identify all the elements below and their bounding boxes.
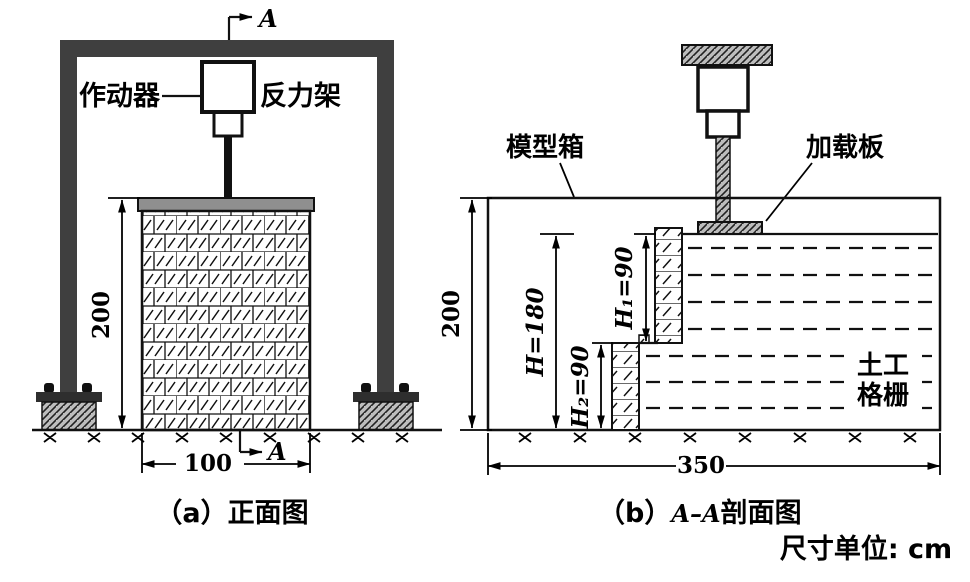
jack-coupler: [705, 109, 741, 139]
facing-step-lip: [638, 334, 650, 344]
frame-base-right: [353, 383, 419, 431]
dimension-box-width: 350: [487, 433, 941, 479]
ground-hatch-icon: [43, 432, 409, 443]
loading-rod: [224, 134, 232, 200]
geogrid-label-line1: 土工: [857, 351, 909, 381]
dimension-width-front: 100: [141, 433, 311, 477]
cap-plate: [137, 197, 315, 212]
geogrid-label-backing: [850, 348, 916, 412]
actuator-body: [200, 60, 256, 114]
front-view-caption: （a）正面图: [155, 498, 308, 529]
bolt-icon: [82, 383, 92, 393]
support-block: [681, 44, 773, 66]
section-marker-top: A: [227, 4, 278, 40]
ground-front: [32, 428, 442, 443]
frame-left-column: [60, 40, 77, 396]
base-pad: [358, 401, 414, 431]
dimension-height-front: 200: [88, 197, 140, 429]
section-view: 模型箱 加载板 土工 格栅: [438, 44, 942, 529]
dimension-lower-tier: H₂=90: [567, 342, 613, 430]
specimen-wall: [140, 209, 312, 432]
dim-wall-total-value: H=180: [522, 287, 549, 377]
base-pad: [41, 401, 97, 431]
geogrid-label-line2: 格栅: [857, 380, 909, 411]
bolt-icon: [44, 383, 54, 393]
front-view: A 作动器 反力架 200 100: [32, 4, 442, 529]
unit-note: 尺寸单位: cm: [780, 533, 952, 565]
frame-top-beam: [60, 40, 394, 57]
facing-upper-tier: [654, 227, 683, 344]
loading-plate-label: 加载板: [806, 133, 884, 163]
reaction-frame-label: 反力架: [260, 81, 341, 112]
dimension-wall-total: H=180: [522, 233, 574, 429]
actuator-label: 作动器: [79, 81, 161, 112]
dim-box-height-value: 200: [438, 290, 465, 338]
ground-hatch-icon: [518, 432, 917, 443]
dimension-box-height: 200: [438, 197, 492, 431]
facing-lower-tier: [611, 342, 640, 431]
bolt-icon: [399, 383, 409, 393]
reaction-frame: [60, 40, 394, 396]
section-letter-top: A: [257, 4, 278, 33]
section-view-caption: （b）A–A剖面图: [598, 497, 802, 529]
section-letter-bottom: A: [266, 437, 287, 466]
dim-lower-tier-value: H₂=90: [567, 345, 594, 429]
loading-plate: [697, 221, 763, 235]
model-box: [486, 196, 942, 432]
base-plate: [353, 392, 419, 402]
jack-rod: [715, 136, 731, 223]
frame-right-column: [377, 40, 394, 396]
model-box-leader-line: [559, 162, 575, 198]
bolt-icon: [361, 383, 371, 393]
actuator-assembly: [200, 60, 256, 200]
dim-height-front-value: 200: [88, 291, 115, 339]
dim-width-front-value: 100: [184, 450, 232, 477]
dimension-upper-tier: H₁=90: [611, 233, 656, 342]
loading-plate-leader-line: [765, 162, 813, 222]
dim-box-width-value: 350: [677, 452, 725, 479]
section-marker-bottom: A: [238, 431, 287, 466]
jack-body: [696, 65, 750, 113]
base-plate: [36, 392, 102, 402]
jack-assembly: [696, 65, 750, 223]
model-box-label: 模型箱: [506, 132, 584, 163]
dim-upper-tier-value: H₁=90: [611, 246, 638, 330]
